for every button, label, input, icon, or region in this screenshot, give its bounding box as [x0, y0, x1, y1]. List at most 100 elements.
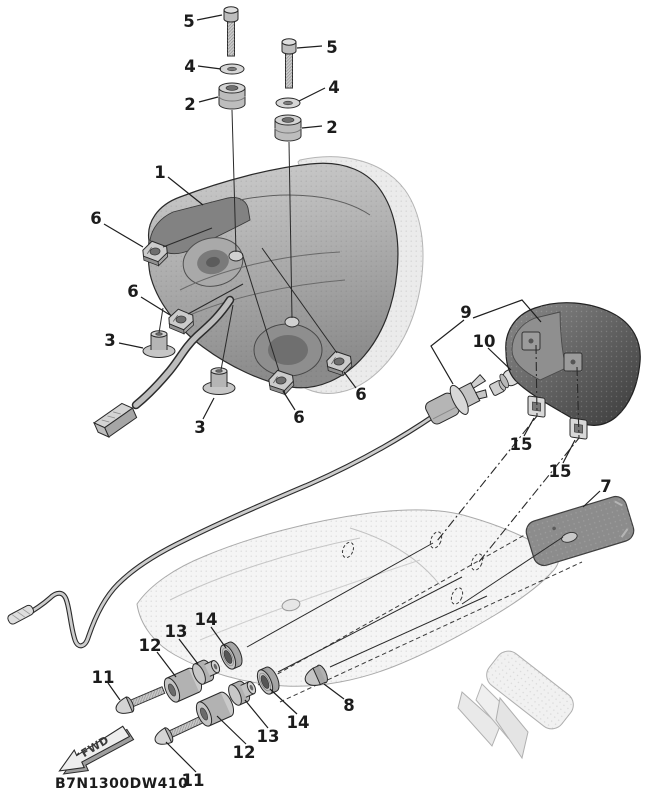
leader-line — [343, 371, 357, 389]
washer-4-right — [275, 97, 301, 109]
bolt-11-lower — [151, 711, 206, 749]
callout-13: 13 — [257, 727, 280, 746]
alignment-line — [436, 344, 538, 542]
callout-12: 12 — [139, 636, 162, 655]
leader-lines — [103, 14, 601, 773]
fwd-arrow-face — [58, 725, 131, 772]
leader-line — [472, 299, 542, 323]
fender-hole — [281, 598, 301, 612]
callout-13: 13 — [165, 622, 188, 641]
wire-terminal — [7, 604, 35, 625]
callout-6: 6 — [355, 385, 366, 404]
leader-line — [430, 319, 465, 385]
leader-line — [210, 626, 227, 649]
leader-line — [107, 682, 121, 701]
leader-line — [244, 699, 269, 729]
axis-line — [329, 595, 488, 668]
axis-line — [220, 304, 234, 371]
grommet-3 — [202, 367, 236, 395]
leader-line — [298, 87, 326, 102]
taillight-assembly — [147, 156, 424, 394]
reflector — [525, 495, 635, 567]
housing-rib — [179, 251, 341, 291]
axis-line — [158, 307, 164, 334]
rear-fender — [136, 509, 583, 760]
taillight-wire-harness — [93, 295, 235, 438]
axis-line — [231, 109, 237, 253]
callout-2: 2 — [326, 118, 337, 137]
license-bracket — [457, 650, 574, 760]
leader-line — [198, 96, 219, 103]
axis-line — [277, 576, 463, 673]
leader-line — [582, 490, 601, 508]
leader-line — [197, 65, 222, 70]
callout-1: 1 — [154, 163, 165, 182]
callout-11: 11 — [182, 771, 205, 790]
leader-line — [178, 638, 199, 665]
harness-connector — [93, 402, 138, 438]
leader-line — [282, 390, 296, 411]
license-light-assembly — [7, 302, 641, 649]
alignment-line — [477, 366, 580, 564]
cover-mount-tab — [521, 331, 541, 351]
mudflap-fin — [457, 691, 501, 747]
axis-line — [246, 542, 434, 648]
bolt-5-right — [281, 38, 297, 89]
lower-lamp-hole — [268, 335, 308, 365]
axis-line — [241, 252, 280, 372]
fwd-arrow: FWD — [58, 725, 135, 775]
callout-labels: 5 4 2 5 4 2 1 6 6 3 3 6 6 9 10 15 15 7 8… — [90, 12, 611, 790]
callout-8: 8 — [343, 696, 354, 715]
fender-texture — [137, 509, 559, 687]
leader-line — [487, 347, 512, 371]
mount-boss-left — [228, 250, 244, 262]
leader-line — [523, 417, 535, 437]
fender-alignment-holes — [341, 531, 484, 605]
callout-2: 2 — [184, 95, 195, 114]
fender-crease — [169, 537, 361, 601]
callout-14: 14 — [195, 610, 218, 629]
callout-4: 4 — [184, 57, 195, 76]
leader-line — [196, 14, 223, 21]
housing-rib — [189, 279, 346, 316]
axis-line — [261, 247, 338, 354]
bulb-socket-center — [206, 256, 220, 268]
reflector-highlight — [614, 500, 629, 538]
callout-4: 4 — [328, 78, 339, 97]
washer-4-left — [219, 63, 245, 75]
callout-5: 5 — [183, 12, 194, 31]
leader-line — [140, 296, 171, 316]
axis-line — [162, 227, 213, 248]
leader-line — [167, 176, 204, 206]
damper-2-left — [218, 82, 246, 110]
reflector-stud — [561, 532, 578, 543]
callout-3: 3 — [194, 418, 205, 437]
license-wire — [22, 413, 437, 648]
leader-line — [156, 651, 177, 678]
housing-top-flap — [149, 197, 251, 255]
mounting-hardware-top — [218, 6, 302, 142]
housing-rib — [239, 194, 371, 216]
mudflap-fin — [495, 696, 529, 760]
leader-line — [269, 688, 298, 715]
callout-15: 15 — [549, 462, 572, 481]
damper-2-right — [274, 114, 302, 142]
mount-boss-right — [284, 316, 300, 328]
reflector-hole — [552, 526, 556, 531]
callout-5: 5 — [326, 38, 337, 57]
assembly-axis-lines — [158, 109, 564, 673]
callout-14: 14 — [287, 713, 310, 732]
axis-line — [461, 536, 564, 605]
leader-line — [165, 741, 197, 773]
callout-9: 9 — [460, 303, 471, 322]
bolt-5-left — [223, 6, 239, 57]
bulb-socket — [425, 373, 488, 425]
leader-line — [562, 439, 576, 464]
callout-6: 6 — [293, 408, 304, 427]
leader-line — [323, 683, 345, 700]
fender-ridge — [349, 527, 441, 586]
harness-cable — [133, 297, 233, 408]
callout-6: 6 — [90, 209, 101, 228]
